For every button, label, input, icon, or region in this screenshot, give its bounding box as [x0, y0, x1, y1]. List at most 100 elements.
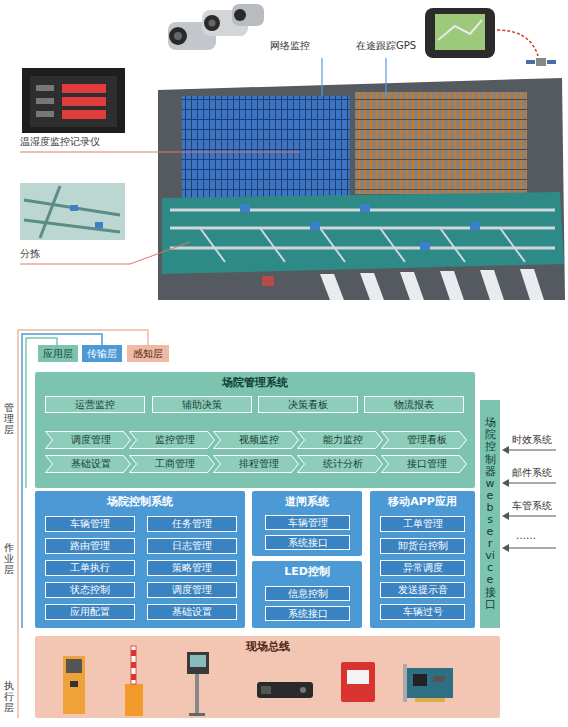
- function-box: 运营监控: [45, 396, 145, 413]
- box-text: 系统接口: [288, 608, 328, 620]
- box-text: 辅助决策: [182, 399, 222, 411]
- function-box: 发送提示音: [380, 582, 465, 598]
- box-text: 场院控制器webservice接口: [485, 417, 496, 611]
- layer-tab: 传输层: [82, 345, 122, 362]
- box-text: 工单执行: [70, 562, 110, 574]
- layer-name: 作业层: [4, 542, 14, 575]
- process-chevron: 监控管理: [129, 431, 215, 449]
- box-text: 调度管理: [71, 434, 111, 446]
- process-chevron: 工商管理: [129, 455, 215, 473]
- function-box: 车辆过号: [380, 604, 465, 620]
- box-text: 传输层: [87, 348, 117, 360]
- function-box: 基础设置: [147, 604, 237, 620]
- process-chevron: 接口管理: [381, 455, 467, 473]
- box-text: 监控管理: [155, 434, 195, 446]
- panel-title: LED控制: [284, 565, 330, 578]
- function-box: 路由管理: [45, 538, 135, 554]
- process-chevron: 能力监控: [297, 431, 383, 449]
- recorder-picture: [22, 68, 125, 133]
- function-box: 工单管理: [380, 516, 465, 532]
- process-chevron: 管理看板: [381, 431, 467, 449]
- interface-bar: 场院控制器webservice接口: [480, 400, 500, 628]
- box-text: 工商管理: [155, 458, 195, 470]
- callout-label: 时效系统: [512, 434, 552, 446]
- layer-name: 执行层: [4, 680, 14, 713]
- process-chevron: 统计分析: [297, 455, 383, 473]
- box-text: 统计分析: [323, 458, 363, 470]
- system-panel: 场院管理系统运营监控 辅助决策 决策看板 物流报表调度管理 监控管理 视频监控 能力监控 管理…: [35, 372, 475, 488]
- panel-title: 现场总线: [246, 640, 290, 653]
- system-panel: 道闸系统车辆管理系统接口: [252, 491, 362, 556]
- box-text: 信息控制: [288, 588, 328, 600]
- leader-lines: [20, 58, 386, 264]
- system-panel: LED控制信息控制系统接口: [252, 561, 362, 628]
- box-text: 决策看板: [288, 399, 328, 411]
- box-text: 系统接口: [288, 537, 328, 549]
- function-box: 车辆管理: [265, 515, 350, 530]
- kiosk-icon: [63, 656, 85, 714]
- box-text: 路由管理: [70, 540, 110, 552]
- box-text: 任务管理: [172, 518, 212, 530]
- reader-icon: [257, 682, 313, 698]
- function-box: 系统接口: [265, 535, 350, 550]
- controller-icon: [341, 662, 375, 702]
- function-box: 策略管理: [147, 560, 237, 576]
- box-text: 感知层: [133, 348, 163, 360]
- box-text: 发送提示音: [398, 584, 448, 596]
- function-box: 应用配置: [45, 604, 135, 620]
- box-text: 状态控制: [70, 584, 110, 596]
- box-text: 基础设置: [172, 606, 212, 618]
- box-text: 日志管理: [172, 540, 212, 552]
- function-box: 车辆管理: [45, 516, 135, 532]
- box-text: 车辆过号: [403, 606, 443, 618]
- function-box: 系统接口: [265, 606, 350, 621]
- box-text: 调度管理: [172, 584, 212, 596]
- system-panel: 移动APP应用工单管理卸货台控制异常调度发送提示音车辆过号: [370, 491, 475, 628]
- system-panel: 场院控制系统车辆管理 任务管理路由管理 日志管理工单执行 策略管理状态控制 调度管理应用…: [35, 491, 245, 628]
- function-box: 工单执行: [45, 560, 135, 576]
- box-text: 卸货台控制: [398, 540, 448, 552]
- function-box: 状态控制: [45, 582, 135, 598]
- terminal-icon: [187, 652, 209, 716]
- function-box: 辅助决策: [152, 396, 252, 413]
- function-box: 信息控制: [265, 586, 350, 601]
- layer-tab: 应用层: [38, 345, 78, 362]
- panel-title: 场院管理系统: [222, 376, 288, 389]
- callout-label: 车管系统: [512, 500, 552, 512]
- box-text: 运营监控: [75, 399, 115, 411]
- box-text: 车辆管理: [70, 518, 110, 530]
- function-box: 异常调度: [380, 560, 465, 576]
- input-arrows: [502, 446, 556, 552]
- function-box: 日志管理: [147, 538, 237, 554]
- box-text: 应用配置: [70, 606, 110, 618]
- function-box: 任务管理: [147, 516, 237, 532]
- box-text: 基础设置: [71, 458, 111, 470]
- box-text: 接口管理: [407, 458, 447, 470]
- card-icon: [403, 664, 453, 702]
- callout-label: 在途跟踪GPS: [356, 40, 416, 52]
- panel-title: 移动APP应用: [388, 495, 457, 508]
- callout-label: 温湿度监控记录仪: [20, 136, 100, 148]
- box-text: 异常调度: [403, 562, 443, 574]
- panel-title: 场院控制系统: [107, 495, 173, 508]
- process-chevron: 视频监控: [213, 431, 299, 449]
- layer-name: 管理层: [4, 402, 14, 435]
- box-text: 管理看板: [407, 434, 447, 446]
- camera-picture: [168, 4, 264, 50]
- panel-title: 道闸系统: [285, 495, 329, 508]
- process-chevron: 基础设置: [45, 455, 131, 473]
- box-text: 能力监控: [323, 434, 363, 446]
- function-box: 物流报表: [364, 396, 464, 413]
- function-box: 卸货台控制: [380, 538, 465, 554]
- function-box: 调度管理: [147, 582, 237, 598]
- function-box: 决策看板: [258, 396, 358, 413]
- system-panel: 现场总线: [35, 636, 500, 718]
- callout-label: 网络监控: [270, 40, 310, 52]
- sorting-picture: [20, 183, 125, 240]
- box-text: 排程管理: [239, 458, 279, 470]
- callout-label: 邮件系统: [512, 467, 552, 479]
- gps-picture: [425, 8, 556, 66]
- box-text: 策略管理: [172, 562, 212, 574]
